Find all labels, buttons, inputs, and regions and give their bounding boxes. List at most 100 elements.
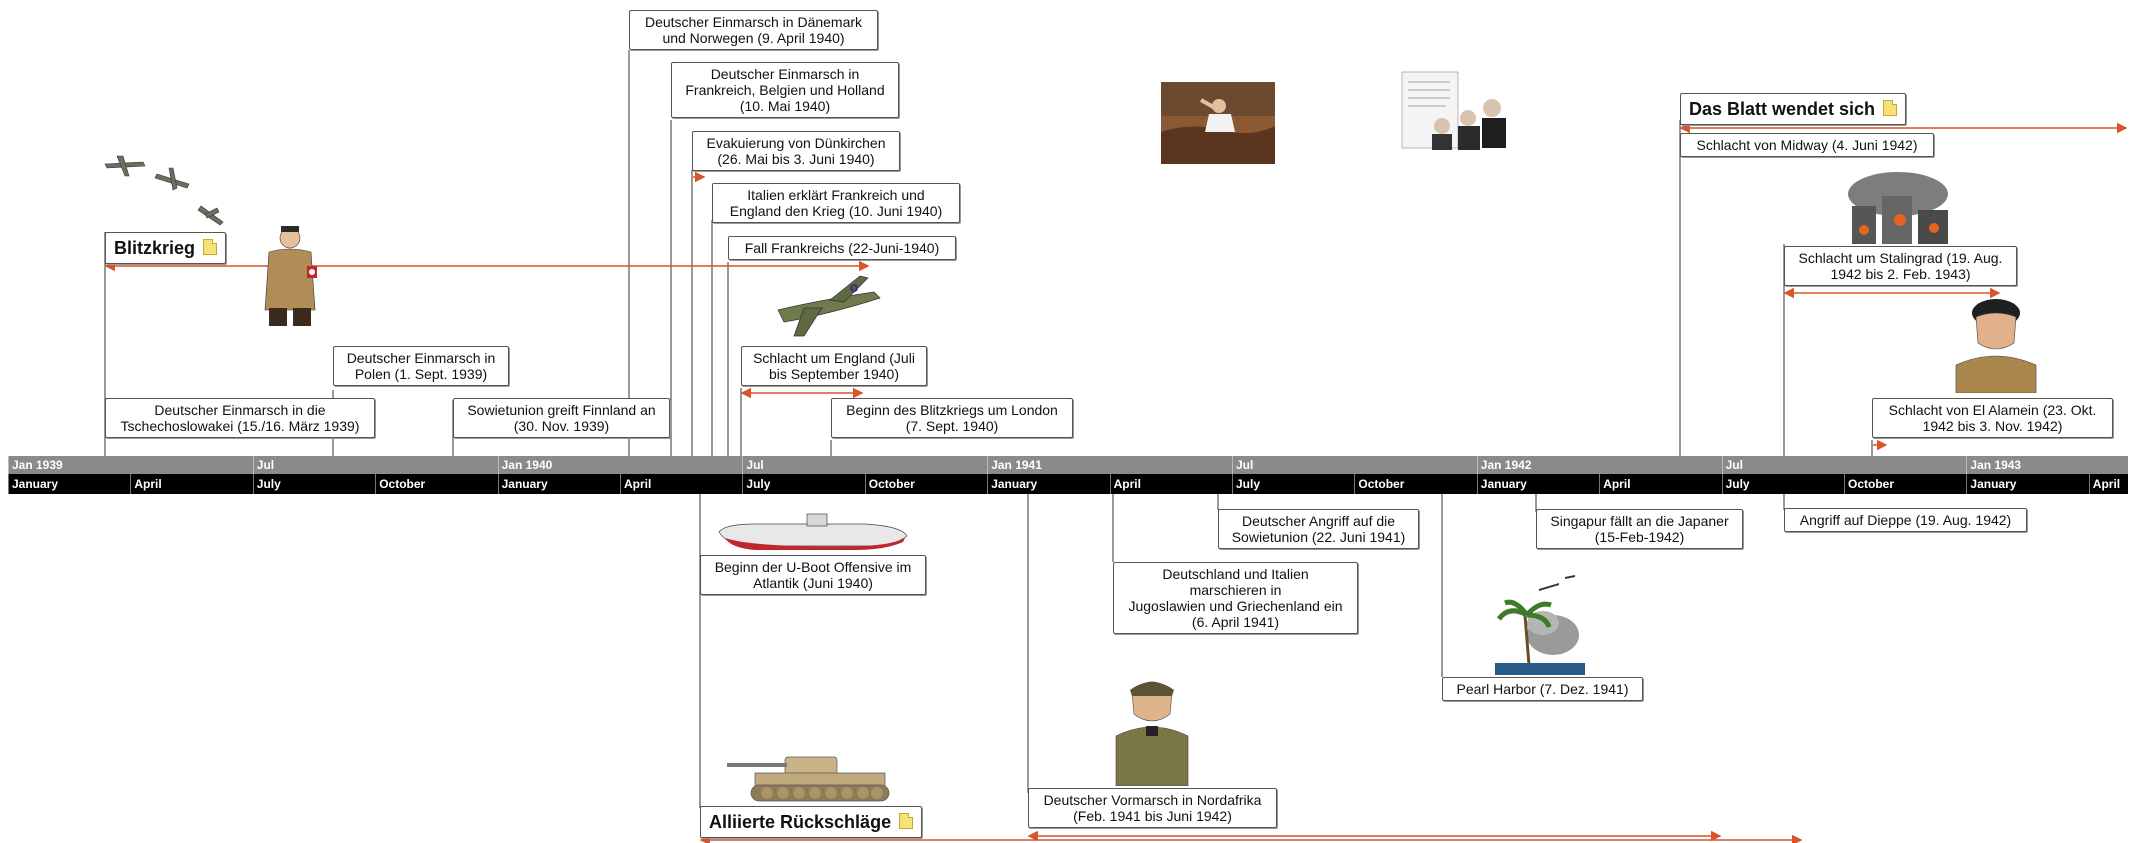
event-fall-of-france[interactable]: Fall Frankreichs (22-Juni-1940) [728,236,956,260]
category-label: Alliierte Rückschläge [709,812,892,832]
event-london-blitz[interactable]: Beginn des Blitzkriegs um London (7. Sep… [831,398,1073,438]
year-label: Jan 1939 [8,456,253,474]
event-line: Sowietunion (22. Juni 1941) [1231,529,1406,545]
month-label: April [130,474,252,494]
tiger-tank [727,756,890,802]
event-line: marschieren in [1189,582,1282,598]
event-line: bis September 1940) [769,366,899,382]
note-icon[interactable] [1883,100,1898,116]
month-label: January [1966,474,2088,494]
event-uboat-offensive[interactable]: Beginn der U-Boot Offensive im Atlantik … [700,555,926,595]
event-north-africa[interactable]: Deutscher Vormarsch in Nordafrika (Feb. … [1028,788,1277,828]
event-line: Deutscher Einmarsch in Dänemark [644,14,863,30]
event-line: (15-Feb-1942) [1594,529,1685,545]
month-label: January [497,474,620,494]
note-icon[interactable] [899,813,914,829]
event-line: Singapur fällt an die Japaner [1550,513,1729,529]
event-line: Beginn der U-Boot Offensive im [714,559,912,575]
trench-photo [1161,82,1275,164]
event-line: Schlacht um Stalingrad (19. Aug. [1798,250,2003,266]
event-finland[interactable]: Sowietunion greift Finnland an (30. Nov.… [453,398,670,438]
event-soviet-attack[interactable]: Deutscher Angriff auf die Sowietunion (2… [1218,509,1419,549]
event-stalingrad[interactable]: Schlacht um Stalingrad (19. Aug. 1942 bi… [1784,246,2017,286]
event-line: (6. April 1941) [1191,614,1280,630]
hitler-figure [264,226,317,326]
event-singapore[interactable]: Singapur fällt an die Japaner (15-Feb-19… [1536,509,1743,549]
category-allied-setbacks[interactable]: Alliierte Rückschläge [700,806,923,838]
month-label: April [1109,474,1232,494]
event-line: Polen (1. Sept. 1939) [354,366,488,382]
month-label: July [1232,474,1354,494]
category-label: Das Blatt wendet sich [1689,99,1876,119]
event-line: (30. Nov. 1939) [513,418,610,434]
leaders-document [1401,71,1506,150]
month-band [8,474,2128,494]
month-label: January [987,474,1109,494]
year-label: Jul [1232,456,1477,474]
montgomery-figure [1955,299,2037,393]
event-line: Deutscher Einmarsch in [710,66,860,82]
event-line: Deutscher Einmarsch in [346,350,496,366]
event-line: Schlacht von El Alamein (23. Okt. [1888,402,2097,418]
event-el-alamein[interactable]: Schlacht von El Alamein (23. Okt. 1942 b… [1872,398,2113,438]
note-icon[interactable] [203,239,218,255]
month-label: October [1844,474,1966,494]
event-line: Deutscher Vormarsch in Nordafrika [1043,792,1262,808]
duration-lines [104,122,2128,843]
month-label: October [375,474,497,494]
event-line: Schlacht um England (Juli [753,350,915,366]
year-label: Jan 1941 [987,456,1232,474]
event-line: Deutscher Angriff auf die [1241,513,1396,529]
event-czech[interactable]: Deutscher Einmarsch in die Tschechoslowa… [105,398,375,438]
month-label: April [2088,474,2134,494]
rommel-figure [1115,681,1189,786]
event-pearl-harbor[interactable]: Pearl Harbor (7. Dez. 1941) [1442,677,1643,701]
event-line: Pearl Harbor (7. Dez. 1941) [1456,681,1629,697]
event-line: (7. Sept. 1940) [905,418,999,434]
category-turning-point[interactable]: Das Blatt wendet sich [1680,93,1907,125]
category-blitzkrieg[interactable]: Blitzkrieg [105,232,227,264]
event-line: Fall Frankreichs (22-Juni-1940) [744,240,940,256]
event-line: Schlacht von Midway (4. Juni 1942) [1696,137,1918,153]
event-line: 1942 bis 3. Nov. 1942) [1922,418,2063,434]
category-label: Blitzkrieg [114,238,196,258]
event-line: Sowietunion greift Finnland an [467,402,656,418]
month-label: July [742,474,864,494]
pearl-harbor-scene [1495,575,1585,675]
event-line: Deutscher Einmarsch in die [154,402,326,418]
event-line: Tschechoslowakei (15./16. März 1939) [120,418,360,434]
year-band [8,456,2128,474]
uboat-submarine [718,513,908,550]
event-dunkirk[interactable]: Evakuierung von Dünkirchen (26. Mai bis … [692,131,900,171]
event-battle-of-britain[interactable]: Schlacht um England (Juli bis September … [741,346,927,386]
event-dieppe[interactable]: Angriff auf Dieppe (19. Aug. 1942) [1784,508,2027,532]
spitfire-plane [777,275,881,337]
event-midway[interactable]: Schlacht von Midway (4. Juni 1942) [1680,133,1934,157]
month-label: January [8,474,130,494]
stalingrad-ruins [1848,172,1948,244]
year-label: Jan 1943 [1966,456,2134,474]
event-poland[interactable]: Deutscher Einmarsch in Polen (1. Sept. 1… [333,346,509,386]
event-line: (Feb. 1941 bis Juni 1942) [1073,808,1232,824]
year-label: Jan 1942 [1476,456,1722,474]
event-line: Italien erklärt Frankreich und [747,187,925,203]
event-line: (10. Mai 1940) [739,98,831,114]
month-label: January [1476,474,1599,494]
stuka-planes [104,155,224,226]
event-line: (26. Mai bis 3. Juni 1940) [717,151,875,167]
event-denmark-norway[interactable]: Deutscher Einmarsch in Dänemark und Norw… [629,10,878,50]
event-italy[interactable]: Italien erklärt Frankreich und England d… [712,183,960,223]
month-label: July [252,474,375,494]
event-line: Angriff auf Dieppe (19. Aug. 1942) [1799,512,2012,528]
month-label: October [864,474,987,494]
event-line: England den Krieg (10. Juni 1940) [729,203,943,219]
year-label: Jul [252,456,498,474]
month-label: April [620,474,742,494]
event-line: 1942 bis 2. Feb. 1943) [1830,266,1971,282]
event-line: Jugoslawien und Griechenland ein [1128,598,1343,614]
event-line: Beginn des Blitzkriegs um London [846,402,1058,418]
event-yugoslavia-greece[interactable]: Deutschland und Italien marschieren in J… [1113,562,1358,634]
year-label: Jul [1721,456,1967,474]
event-france-invasion[interactable]: Deutscher Einmarsch in Frankreich, Belgi… [671,62,899,118]
